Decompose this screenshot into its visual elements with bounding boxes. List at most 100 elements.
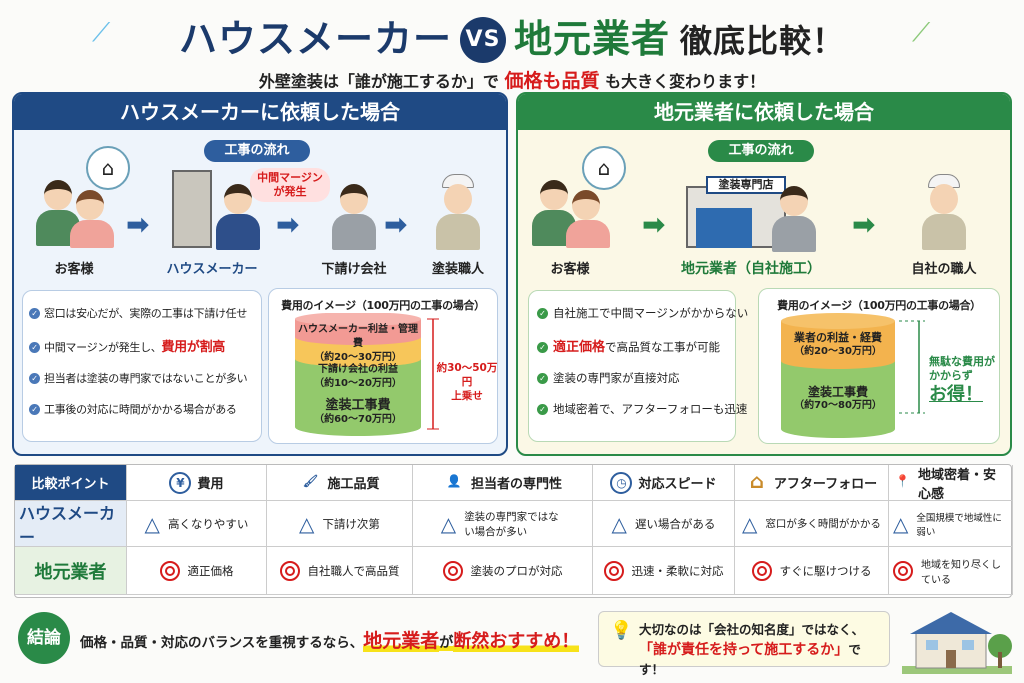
tip-box: 大切なのは「会社の知名度」ではなく、 「誰が責任を持って施工するか」です！ <box>598 611 890 677</box>
bullet-highlight: 費用が割高 <box>161 340 225 355</box>
node-label: 自社の職人 <box>911 262 977 277</box>
node-label: 下請け会社 <box>321 262 387 277</box>
triangle-icon: △ <box>440 511 457 536</box>
surcharge-note: 約30〜50万円上乗せ <box>436 361 498 403</box>
note-line: かからず <box>929 369 973 382</box>
paint-shop-illustration: 塗装専門店 <box>676 164 826 252</box>
painter-illustration <box>894 164 994 252</box>
layer-name: 塗装工事費 <box>807 385 868 399</box>
node-label: 塗装職人 <box>431 262 484 277</box>
person-icon: 👤 <box>446 473 462 488</box>
cell-text: 自社職人で高品質 <box>307 563 400 578</box>
layer-range: （約60〜70万円） <box>314 414 402 425</box>
column-label: 地域密着・安心感 <box>918 467 997 502</box>
table-cell: △ 下請け次第 <box>267 501 413 547</box>
table-cell: △ 塗装の専門家ではない場合が多い <box>413 501 593 547</box>
house-maker-points: ✓窓口は安心だが、実際の工事は下請け任せ ✓中間マージンが発生し、費用が割高 ✓… <box>22 290 262 442</box>
conclusion-text: 価格・品質・対応のバランスを重視するなら、地元業者が断然おすすめ！ <box>80 626 580 653</box>
node-label: 地元業者（自社施工） <box>681 261 821 277</box>
column-header: 🖌施工品質 <box>267 465 413 501</box>
subtitle-post: も大きく変わります！ <box>605 72 766 91</box>
table-cell: 適正価格 <box>127 547 267 595</box>
layer-label: 下請け会社の利益（約10〜20万円） <box>295 363 421 391</box>
node-label: お客様 <box>54 262 94 277</box>
list-item: ✓ 塗装の専門家が直接対応 <box>537 370 727 386</box>
map-pin-icon: 📍 <box>895 473 910 488</box>
layer-name: ハウスメーカー利益・管理費 <box>298 324 418 349</box>
cell-text: 塗装の専門家ではない場合が多い <box>464 510 559 538</box>
cell-text: 適正価格 <box>187 563 234 578</box>
layer-range: （約70〜80万円） <box>794 400 882 411</box>
flow-node-own-craftsman: 自社の職人 <box>894 164 994 277</box>
cost-image-local: 費用のイメージ（100万円の工事の場合） 業者の利益・経費（約20〜30万円） … <box>758 288 1000 444</box>
double-circle-icon <box>603 560 624 581</box>
cell-text: 下請け次第 <box>322 516 380 531</box>
arrow-right-icon: ➡ <box>126 208 150 241</box>
cell-text: 高くなりやすい <box>167 516 249 531</box>
conclusion-highlight: 地元業者 <box>363 630 440 652</box>
comparison-table: 比較ポイント ¥費用 🖌施工品質 👤担当者の専門性 ◷対応スピード ⌂アフターフ… <box>14 464 1013 598</box>
triangle-icon: △ <box>299 511 315 536</box>
table-cell: 自社職人で高品質 <box>267 547 413 595</box>
check-icon: ✓ <box>537 342 548 353</box>
house-icon: ⌂ <box>749 468 765 493</box>
node-label: お客様 <box>550 262 590 277</box>
conclusion-pre: 価格・品質・対応のバランスを重視するなら、 <box>80 635 364 651</box>
cell-text: 窓口が多く時間がかかる <box>765 518 881 530</box>
flow-node-painter: 塗装職人 <box>408 164 508 277</box>
double-circle-icon <box>159 560 180 581</box>
conclusion-mid: が <box>439 635 454 651</box>
column-header: ¥ 費用 <box>127 465 267 501</box>
triangle-icon: △ <box>144 511 160 536</box>
layer-name: 業者の利益・経費 <box>794 331 882 344</box>
table-cell: △窓口が多く時間がかかる <box>735 501 889 547</box>
conclusion-badge: 結論 <box>18 612 70 664</box>
triangle-icon: △ <box>893 511 909 536</box>
list-item: ✓地域密着で、アフターフォローも迅速 <box>537 401 747 417</box>
yen-icon: ¥ <box>169 471 192 494</box>
column-header: 👤担当者の専門性 <box>413 465 593 501</box>
bullet-text: 中間マージンが発生し、 <box>44 341 162 354</box>
cell-text: 塗装のプロが対応 <box>470 563 563 578</box>
list-item: ✓工事後の対応に時間がかかる場合がある <box>29 401 255 417</box>
layer-range: （約20〜30万円） <box>794 346 882 357</box>
column-label: アフターフォロー <box>773 477 878 492</box>
bullet-text: 工事後の対応に時間がかかる場合がある <box>44 403 237 416</box>
local-contractor-panel: 地元業者に依頼した場合 工事の流れ ⌂ お客様 ➡ 塗装専門店 地元業者（自社施… <box>516 92 1012 456</box>
note-line: 無駄な費用が <box>929 355 995 368</box>
panel-header: ハウスメーカーに依頼した場合 <box>14 94 506 130</box>
flow-node-local-contractor: 塗装専門店 地元業者（自社施工） <box>676 164 826 278</box>
row-header-house-maker: ハウスメーカー <box>15 501 127 547</box>
subtitle-highlight: 価格も品質 <box>504 70 600 92</box>
layer-range: （約10〜20万円） <box>314 378 402 389</box>
column-label: 費用 <box>197 477 224 492</box>
cost-title: 費用のイメージ（100万円の工事の場合） <box>281 299 485 312</box>
column-header: ⌂ アフターフォロー <box>735 465 889 501</box>
bullet-text: 地域密着で、アフターフォローも迅速 <box>553 402 748 416</box>
vs-badge: VS <box>459 17 506 63</box>
cell-text: 迅速・柔軟に対応 <box>631 563 724 578</box>
house-maker-panel: ハウスメーカーに依頼した場合 工事の流れ ⌂ お客様 ➡ ハウスメーカー 中間マ… <box>12 92 508 456</box>
arrow-right-icon: ➡ <box>276 208 300 241</box>
table-corner: 比較ポイント <box>15 465 127 501</box>
lightbulb-icon: 💡 <box>610 620 633 641</box>
check-icon: ✓ <box>537 373 548 384</box>
note-emphasis: お得！ <box>929 384 983 405</box>
bullet-text: 塗装の専門家が直接対応 <box>553 371 680 385</box>
table-cell: 地域を知り尽くしている <box>889 547 1013 595</box>
house-maker-illustration <box>162 164 262 252</box>
customer-couple-illustration: ⌂ <box>24 146 130 252</box>
subtitle-pre: 外壁塗装は「誰が施工するか」で <box>258 72 499 91</box>
cell-text: 遅い場合がある <box>634 516 716 531</box>
layer-label: ハウスメーカー利益・管理費（約20〜30万円） <box>295 323 421 365</box>
painter-illustration <box>408 164 508 252</box>
panel-header: 地元業者に依頼した場合 <box>518 94 1010 130</box>
arrow-right-icon: ➡ <box>642 208 666 241</box>
local-contractor-points: ✓自社施工で中間マージンがかからない ✓適正価格で高品質な工事が可能 ✓塗装の専… <box>528 290 748 442</box>
column-label: 施工品質 <box>327 477 380 492</box>
cell-text: 全国規模で地域性に弱い <box>916 512 1002 538</box>
layer-label: 塗装工事費（約60〜70万円） <box>295 399 421 427</box>
arrow-right-icon: ➡ <box>384 208 408 241</box>
list-item: ✓担当者は塗装の専門家ではないことが多い <box>29 370 255 386</box>
cost-cylinder <box>781 313 925 438</box>
